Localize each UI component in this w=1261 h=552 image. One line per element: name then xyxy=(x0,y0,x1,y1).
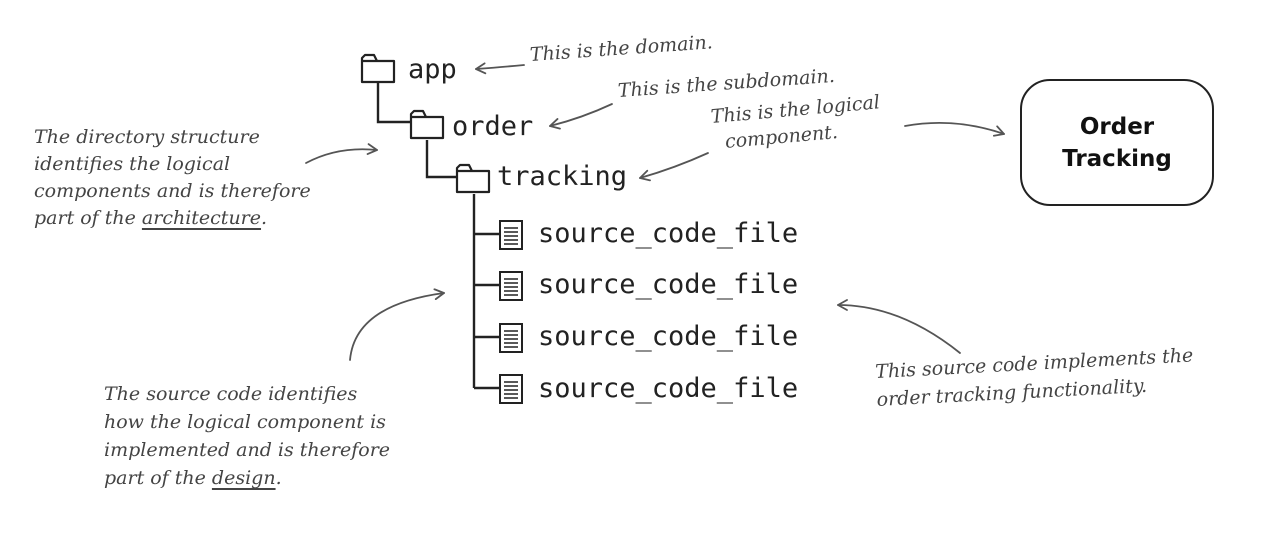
folder-icon xyxy=(360,53,396,84)
folder-icon xyxy=(455,163,491,194)
arrow-directory-structure xyxy=(305,143,378,164)
source-file-label: source_code_file xyxy=(538,218,799,249)
arrow-domain xyxy=(475,62,525,75)
annotation-directory-structure: The directory structure identifies the l… xyxy=(34,126,311,229)
source-file-label: source_code_file xyxy=(538,321,799,352)
folder-app-label: app xyxy=(408,54,457,85)
source-file-label: source_code_file xyxy=(538,373,799,404)
document-icon xyxy=(499,271,523,301)
annotation-source-code-design: The source code identifies how the logic… xyxy=(104,383,391,489)
component-box-line-2: Tracking xyxy=(1062,145,1172,172)
source-file-label: source_code_file xyxy=(538,269,799,300)
connector-app-order xyxy=(376,82,412,124)
architecture-emphasis: architecture xyxy=(141,207,262,229)
document-icon xyxy=(499,323,523,353)
folder-icon xyxy=(409,109,445,140)
design-emphasis: design xyxy=(211,467,276,489)
arrow-subdomain xyxy=(549,103,613,130)
arrow-logical-component xyxy=(639,152,709,182)
document-icon xyxy=(499,374,523,404)
folder-order-label: order xyxy=(452,111,534,142)
document-icon xyxy=(499,220,523,250)
arrow-implements xyxy=(837,299,961,354)
arrow-to-component-box xyxy=(904,121,1005,137)
folder-tracking-label: tracking xyxy=(497,161,628,192)
connector-order-tracking xyxy=(425,140,458,179)
arrow-source-design xyxy=(349,288,445,361)
order-tracking-component-box: Order Tracking xyxy=(1020,79,1214,206)
tree-connectors xyxy=(376,82,500,390)
component-box-line-1: Order xyxy=(1079,113,1155,140)
